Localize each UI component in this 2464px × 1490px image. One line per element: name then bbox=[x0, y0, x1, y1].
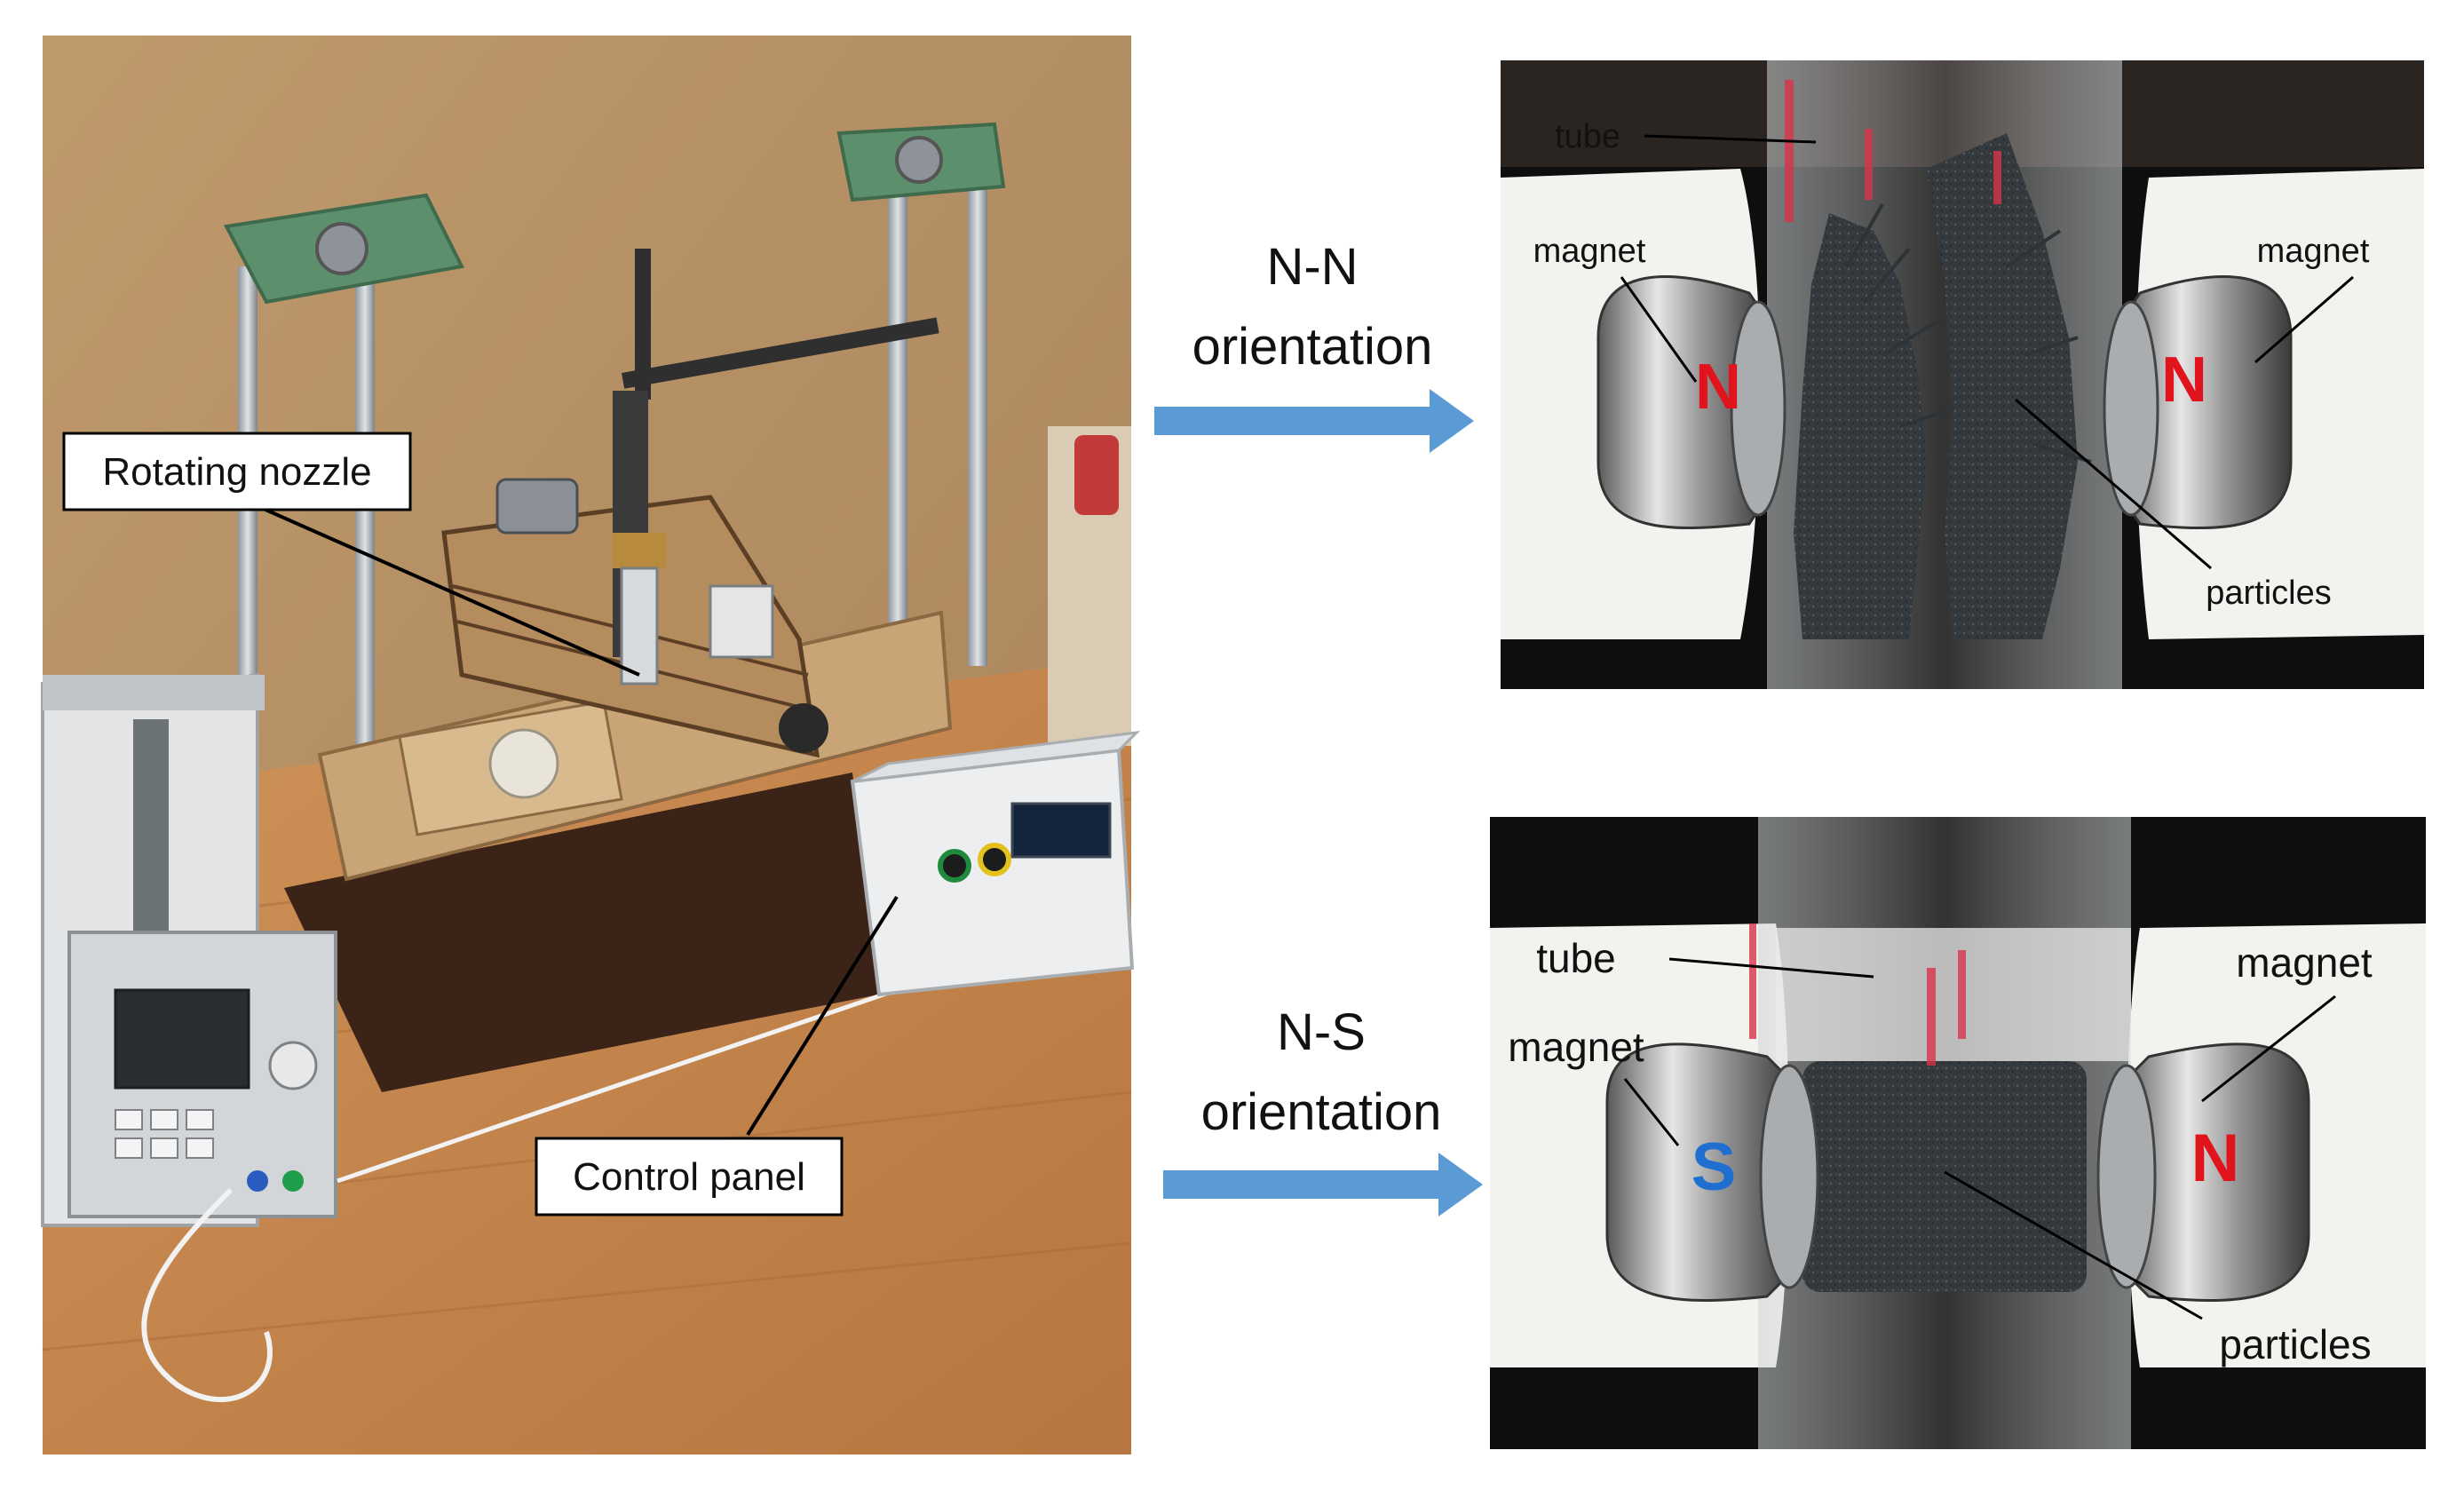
nn-arrow-shape bbox=[1154, 389, 1474, 453]
ns-pole-left: S bbox=[1692, 1129, 1737, 1205]
ns-arrow-shape bbox=[1163, 1153, 1483, 1217]
nn-arrow-label-line2: orientation bbox=[1192, 318, 1433, 376]
control-panel-label: Control panel bbox=[573, 1155, 805, 1199]
nn-pole-left: N bbox=[1695, 352, 1741, 423]
ns-label-particles: particles bbox=[2219, 1321, 2371, 1367]
ns-particle-bridge bbox=[1802, 1061, 2087, 1292]
ns-label-magnet-left: magnet bbox=[1508, 1024, 1644, 1070]
rotating-nozzle-callout-box bbox=[62, 432, 412, 511]
nn-particles-right bbox=[1927, 133, 2078, 639]
nn-arrow-label-line1: N-N bbox=[1266, 238, 1358, 296]
nn-pole-right: N bbox=[2161, 345, 2207, 416]
rod-3 bbox=[888, 169, 907, 684]
ns-label-tube: tube bbox=[1536, 935, 1616, 981]
nn-label-tube: tube bbox=[1555, 118, 1620, 155]
rod-4 bbox=[968, 133, 987, 666]
arrow-ns: N-S orientation bbox=[1163, 1003, 1483, 1217]
control-panel-callout-box bbox=[535, 1137, 844, 1217]
nn-label-magnet-right: magnet bbox=[2257, 233, 2370, 270]
ns-pole-right: N bbox=[2191, 1121, 2240, 1196]
red-cup bbox=[1074, 435, 1119, 515]
ns-arrow-label-line1: N-S bbox=[1277, 1003, 1366, 1061]
nn-label-magnet-left: magnet bbox=[1533, 233, 1646, 270]
rotating-nozzle-label: Rotating nozzle bbox=[102, 450, 371, 494]
control-panel-leader bbox=[746, 895, 899, 1137]
nozzle-arm bbox=[622, 317, 939, 389]
ns-micrograph: S N tube magnet magnet particles bbox=[1490, 817, 2426, 1449]
ns-arrow-label-line2: orientation bbox=[1201, 1083, 1442, 1141]
nn-particles-left bbox=[1794, 213, 1927, 639]
arrow-nn: N-N orientation bbox=[1154, 238, 1474, 453]
rod-2 bbox=[355, 284, 375, 835]
nn-micrograph: N N tube magnet magnet particles bbox=[1501, 60, 2424, 689]
power-supply bbox=[41, 672, 337, 1227]
apparatus-photo: Rotating nozzle Control panel bbox=[41, 36, 1141, 1454]
power-cable bbox=[141, 1187, 273, 1403]
control-panel-box bbox=[850, 730, 1141, 997]
ns-label-magnet-right: magnet bbox=[2236, 939, 2373, 986]
nn-label-particles: particles bbox=[2206, 575, 2332, 612]
nozzle-post bbox=[635, 249, 651, 400]
base-plate bbox=[284, 773, 879, 1092]
rotating-nozzle-leader bbox=[257, 504, 640, 677]
